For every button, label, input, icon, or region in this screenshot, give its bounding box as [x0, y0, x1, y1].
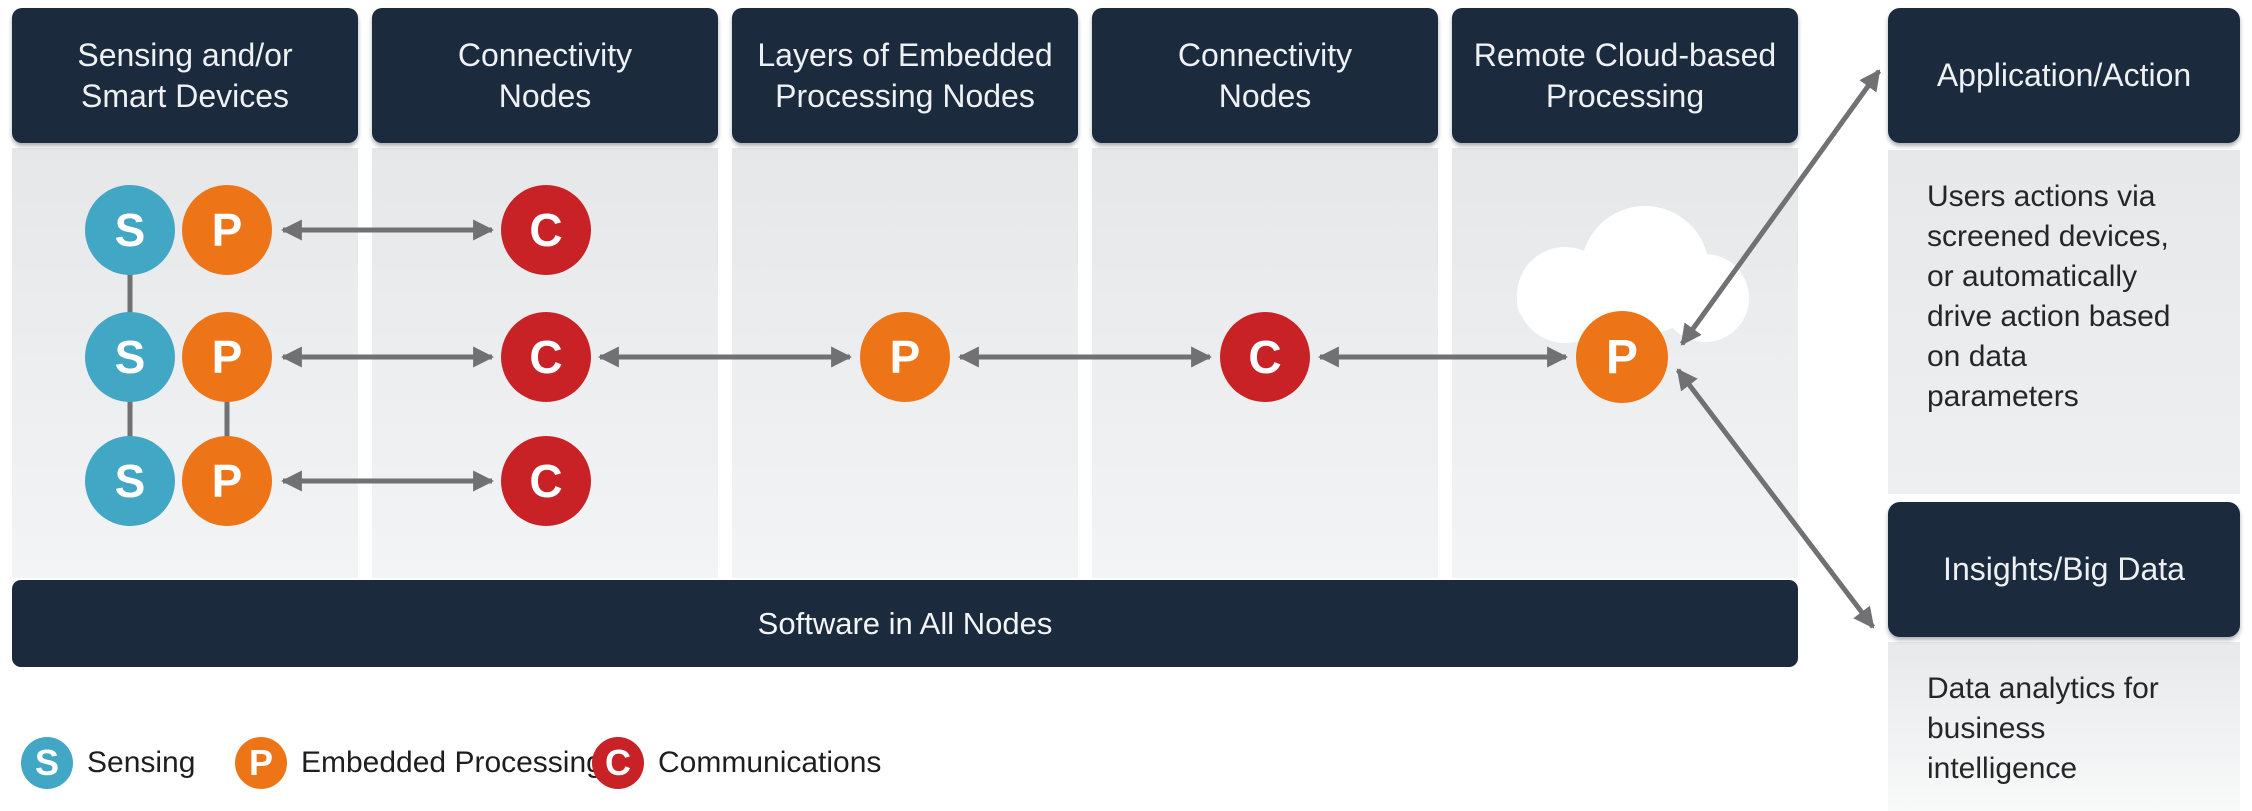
- node-processing-3: P: [182, 436, 272, 526]
- header-remote-cloud-processing: Remote Cloud-based Processing: [1452, 8, 1798, 143]
- header-embedded-processing-nodes: Layers of Embedded Processing Nodes: [732, 8, 1078, 143]
- node-sensing-3: S: [85, 436, 175, 526]
- legend-item-communications: C Communications: [592, 737, 881, 789]
- sensing-legend-label: Sensing: [87, 746, 196, 779]
- node-processing-2: P: [182, 312, 272, 402]
- node-comms-2: C: [501, 312, 591, 402]
- node-comms-1: C: [501, 185, 591, 275]
- node-comms-4: C: [1220, 312, 1310, 402]
- header-sensing-devices: Sensing and/or Smart Devices: [12, 8, 358, 143]
- node-embedded-layer: P: [860, 312, 950, 402]
- communications-legend-label: Communications: [658, 746, 882, 779]
- arrow-cloud-application: [1679, 69, 1882, 346]
- embedded-processing-legend-label: Embedded Processing: [301, 746, 603, 779]
- insights-big-data-description: Data analytics for business intelligence: [1888, 642, 2240, 811]
- application-action-header: Application/Action: [1888, 8, 2240, 143]
- legend-item-sensing: S Sensing: [21, 737, 195, 789]
- embedded-processing-legend-icon: P: [235, 737, 287, 789]
- arrow-cloud-insights: [1676, 368, 1875, 629]
- header-connectivity-nodes-2: Connectivity Nodes: [1092, 8, 1438, 143]
- node-sensing-2: S: [85, 312, 175, 402]
- node-sensing-1: S: [85, 185, 175, 275]
- sensing-legend-icon: S: [21, 737, 73, 789]
- legend-item-embedded-processing: P Embedded Processing: [235, 737, 603, 789]
- node-cloud-processing: P: [1576, 311, 1668, 403]
- header-connectivity-nodes-1: Connectivity Nodes: [372, 8, 718, 143]
- insights-big-data-header: Insights/Big Data: [1888, 502, 2240, 637]
- communications-legend-icon: C: [592, 737, 644, 789]
- software-in-all-nodes-bar: Software in All Nodes: [12, 580, 1798, 667]
- node-processing-1: P: [182, 185, 272, 275]
- node-comms-3: C: [501, 436, 591, 526]
- application-action-description: Users actions via screened devices, or a…: [1888, 150, 2240, 494]
